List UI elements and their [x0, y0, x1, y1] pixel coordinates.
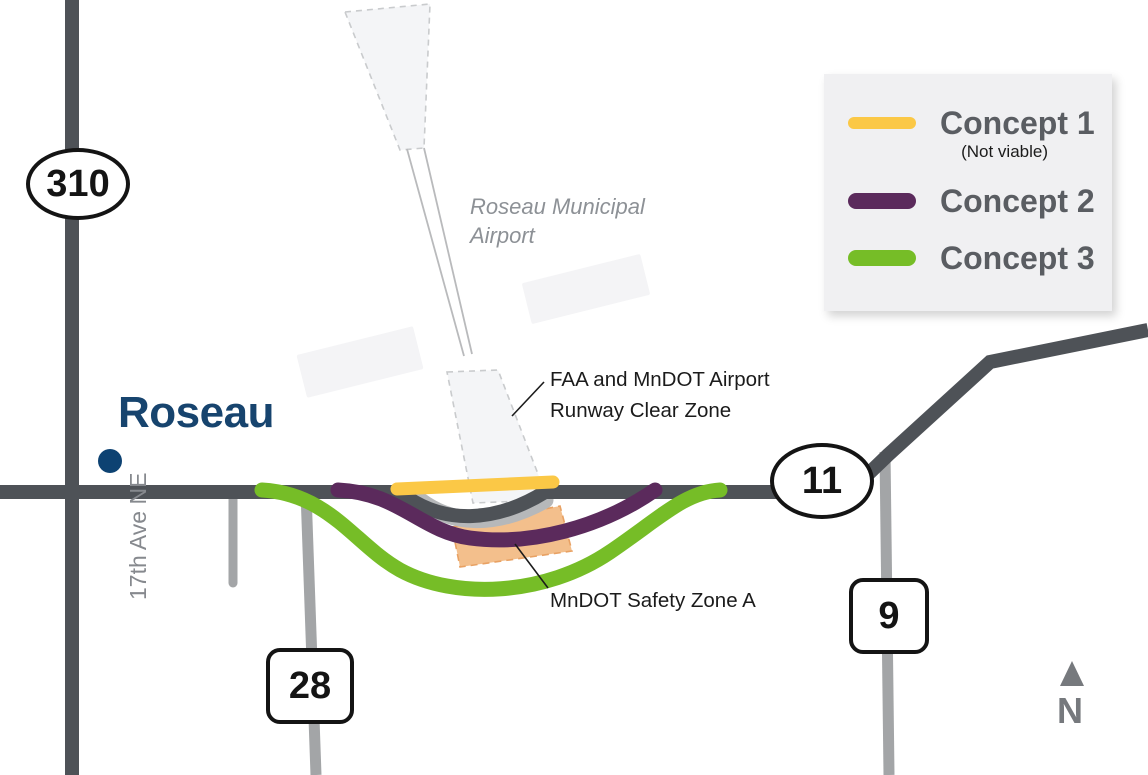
- annotation-clear-zone: FAA and MnDOT Airport Runway Clear Zone: [550, 368, 770, 422]
- city-label-roseau: Roseau: [118, 388, 274, 437]
- route-shield-28[interactable]: 28: [266, 648, 354, 724]
- concept-2-alignment: [330, 482, 663, 548]
- legend-item-concept-1[interactable]: Concept 1: [824, 106, 1112, 140]
- road-mn-11: [0, 485, 784, 524]
- route-shield-9[interactable]: 9: [849, 578, 929, 654]
- concept-3-alignment: [254, 482, 728, 597]
- runway-clear-zone-north: [343, 3, 431, 151]
- airport-apron-shapes: [296, 254, 650, 398]
- legend-item-concept-2[interactable]: Concept 2: [824, 184, 1112, 218]
- north-arrow-letter: N: [1057, 690, 1083, 731]
- legend-swatch-concept-1: [848, 117, 916, 129]
- leader-line-clear-zone: [511, 381, 545, 417]
- city-dot-marker: [98, 449, 122, 473]
- legend-label-concept-2: Concept 2: [940, 183, 1095, 219]
- airport-label: Roseau Municipal Airport: [470, 194, 645, 248]
- route-shield-310[interactable]: 310: [26, 148, 130, 220]
- legend-swatch-concept-2: [848, 193, 916, 209]
- north-arrow-icon: [1060, 661, 1084, 686]
- legend-label-concept-3: Concept 3: [940, 240, 1095, 276]
- legend-swatch-concept-3: [848, 250, 916, 266]
- concept-1-alignment: [390, 475, 560, 496]
- airport-runway: [406, 147, 473, 357]
- street-label-17th-ave-ne: 17th Ave NE: [125, 472, 151, 600]
- legend-sublabel-concept-1: (Not viable): [961, 142, 1048, 161]
- route-shield-11[interactable]: 11: [770, 443, 874, 519]
- legend-label-concept-1: Concept 1: [940, 105, 1095, 141]
- annotation-safety-zone: MnDOT Safety Zone A: [550, 589, 756, 612]
- road-county-28: [300, 491, 322, 775]
- legend-item-concept-3[interactable]: Concept 3: [824, 241, 1112, 275]
- road-mn-11-northeast: [857, 323, 1148, 486]
- legend-panel: Concept 1 (Not viable) Concept 2 Concept…: [824, 74, 1112, 311]
- leader-line-safety-zone: [514, 543, 549, 589]
